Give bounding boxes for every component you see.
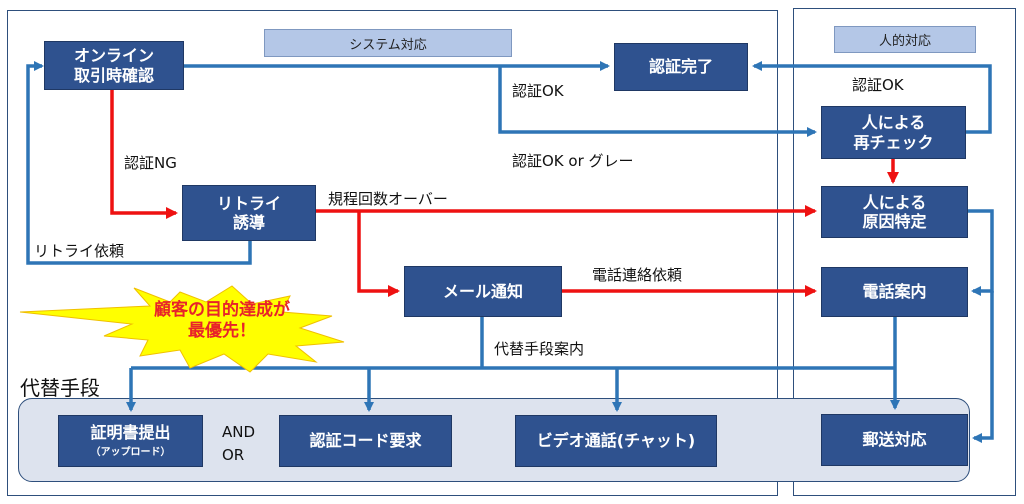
postal-label: 郵送対応 bbox=[862, 430, 927, 450]
arrow-cause-to-post bbox=[972, 291, 994, 443]
arrow-cause-to-phone bbox=[968, 209, 994, 296]
arrow-recheck-to-auth bbox=[752, 61, 992, 134]
system-frame bbox=[7, 10, 778, 496]
label-over-limit: 規程回数オーバー bbox=[328, 190, 448, 208]
human-recheck-node[interactable]: 人による 再チェック bbox=[821, 106, 966, 159]
label-auth-ng: 認証NG bbox=[124, 154, 177, 172]
cause-line1: 人による bbox=[862, 192, 927, 212]
human-frame bbox=[793, 8, 1016, 496]
label-auth-ok-1: 認証OK bbox=[512, 82, 564, 100]
label-or: OR bbox=[222, 446, 245, 464]
alternatives-title: 代替手段 bbox=[20, 376, 100, 400]
online-line1: オンライン bbox=[73, 46, 154, 66]
mail-notice-label: メール通知 bbox=[442, 281, 523, 301]
mail-notice-node[interactable]: メール通知 bbox=[404, 266, 562, 317]
label-alt-guide: 代替手段案内 bbox=[494, 340, 585, 358]
online-verification-node[interactable]: オンライン 取引時確認 bbox=[44, 41, 184, 90]
phone-guide-label: 電話案内 bbox=[862, 282, 927, 302]
arrow-online-to-retry bbox=[110, 90, 178, 219]
video-call-label: ビデオ通話(チャット) bbox=[536, 431, 696, 451]
certificate-submit-node[interactable]: 証明書提出 （アップロード） bbox=[58, 415, 203, 467]
label-phone-request: 電話連絡依頼 bbox=[592, 266, 683, 284]
label-auth-ok-gray: 認証OK or グレー bbox=[512, 152, 634, 170]
auth-complete-node[interactable]: 認証完了 bbox=[614, 43, 748, 91]
phone-guide-node[interactable]: 電話案内 bbox=[821, 267, 968, 317]
auth-code-node[interactable]: 認証コード要求 bbox=[279, 415, 452, 467]
arrow-online-to-recheck bbox=[498, 66, 817, 137]
label-and: AND bbox=[222, 423, 256, 441]
retry-line2: 誘導 bbox=[232, 213, 265, 232]
system-header-label: システム対応 bbox=[349, 37, 427, 53]
priority-callout-line1: 顧客の目的達成が bbox=[154, 300, 290, 320]
auth-code-label: 認証コード要求 bbox=[309, 431, 422, 451]
certificate-sub-label: （アップロード） bbox=[90, 446, 171, 458]
cause-line2: 原因特定 bbox=[862, 212, 927, 231]
retry-line1: リトライ bbox=[216, 193, 281, 213]
certificate-label: 証明書提出 bbox=[90, 423, 171, 443]
retry-guidance-node[interactable]: リトライ 誘導 bbox=[182, 185, 316, 241]
human-cause-node[interactable]: 人による 原因特定 bbox=[821, 186, 968, 238]
system-header: システム対応 bbox=[264, 29, 512, 57]
auth-complete-label: 認証完了 bbox=[648, 57, 713, 77]
postal-node[interactable]: 郵送対応 bbox=[821, 414, 968, 466]
priority-burst bbox=[19, 285, 345, 373]
label-auth-ok-2: 認証OK bbox=[852, 76, 904, 94]
recheck-line2: 再チェック bbox=[853, 132, 934, 152]
recheck-line1: 人による bbox=[861, 113, 926, 133]
online-line2: 取引時確認 bbox=[73, 65, 154, 85]
arrow-retry-to-online bbox=[26, 61, 252, 265]
human-header-label: 人的対応 bbox=[878, 34, 931, 49]
arrow-over-to-mail bbox=[357, 211, 400, 297]
priority-callout-line2: 最優先！ bbox=[188, 321, 256, 342]
video-call-node[interactable]: ビデオ通話(チャット) bbox=[515, 415, 717, 467]
label-retry-request: リトライ依頼 bbox=[34, 242, 125, 260]
priority-callout: 顧客の目的達成が 最優先！ bbox=[122, 300, 322, 343]
human-header: 人的対応 bbox=[834, 26, 976, 53]
